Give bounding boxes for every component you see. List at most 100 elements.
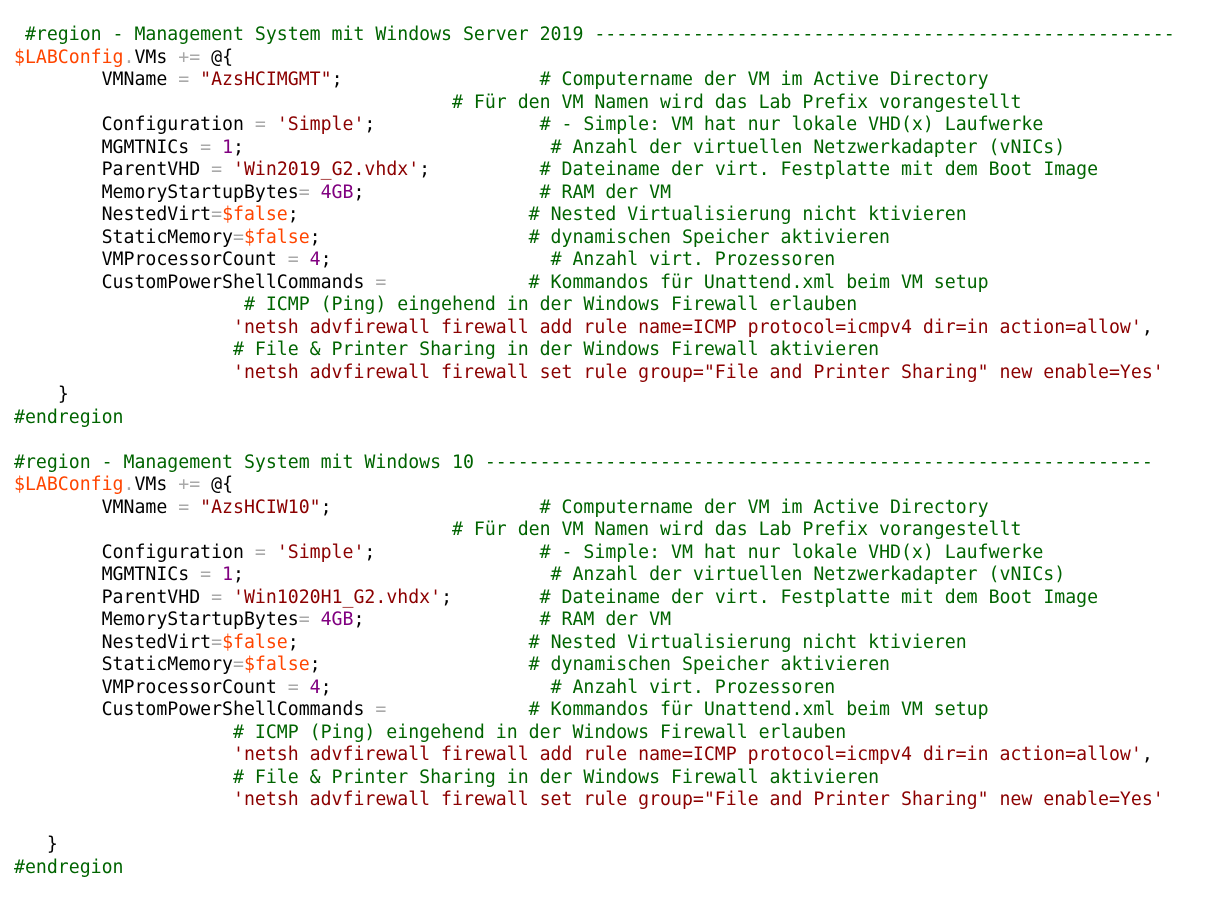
code-token-operator: . [123,474,135,495]
code-line: } [14,384,1214,407]
code-token-text: ; [353,181,540,203]
code-line: # File & Printer Sharing in der Windows … [14,767,1214,790]
code-token-operator: = [178,496,190,518]
code-line: #endregion [14,407,1214,430]
code-token-text [266,542,277,563]
code-token-text [14,767,233,788]
code-token-text [266,114,277,135]
code-token-text [14,317,233,338]
code-token-operator: = [211,586,223,608]
code-editor[interactable]: #region - Management System mit Windows … [14,24,1214,879]
code-line: 'netsh advfirewall firewall set rule gro… [14,789,1214,812]
code-line: $LABConfig.VMs += @{ [14,47,1214,70]
code-token-text [189,69,200,90]
code-token-text [386,699,528,720]
code-token-text [14,722,233,743]
code-token-comment: # - Simple: VM hat nur lokale VHD(x) Lau… [539,114,1044,135]
code-token-comment: #region - Management System mit Windows … [14,24,1175,45]
code-token-text [14,384,58,405]
code-token-text: MemoryStartupBytes [14,181,299,203]
code-token-comment: # Anzahl virt. Prozessoren [550,676,836,698]
code-token-text [222,159,233,180]
code-token-variable: $LABConfig [14,474,124,495]
code-token-text: ; [320,676,551,698]
code-token-comment: #endregion [14,856,124,878]
code-token-text: , [1141,744,1153,765]
code-line: 'netsh advfirewall firewall set rule gro… [14,362,1214,385]
code-line: MemoryStartupBytes= 4GB; # RAM der VM [14,182,1214,205]
code-token-text [14,834,47,855]
code-line: VMProcessorCount = 4; # Anzahl virt. Pro… [14,249,1214,272]
code-line: CustomPowerShellCommands = # Kommandos f… [14,272,1214,295]
code-token-number: 4 [309,676,321,698]
code-token-operator: = [211,159,223,180]
code-token-text: CustomPowerShellCommands [14,699,376,720]
code-line: #endregion [14,857,1214,880]
code-token-text [14,92,452,113]
code-token-text: MemoryStartupBytes [14,609,299,630]
code-token-text: NestedVirt [14,631,212,653]
code-token-text [14,294,244,315]
code-line: # Für den VM Namen wird das Lab Prefix v… [14,519,1214,542]
code-token-text: ; [309,654,529,675]
code-token-number: 1 [222,136,234,158]
code-line: #region - Management System mit Windows … [14,452,1214,475]
code-token-text: ; [309,226,529,248]
code-token-text: MGMTNICs [14,564,201,585]
code-line [14,812,1214,835]
code-token-text: ; [364,541,540,563]
code-token-comment: # Computername der VM im Active Director… [539,496,989,518]
code-token-text [211,137,222,158]
code-token-text [14,789,233,810]
code-token-text: NestedVirt [14,204,212,225]
code-token-operator: = [178,69,190,90]
code-token-comment: # - Simple: VM hat nur lokale VHD(x) Lau… [539,541,1044,563]
code-token-operator: += [178,474,201,495]
code-token-text [14,362,233,383]
code-token-variable: $LABConfig [14,46,124,68]
code-token-text: StaticMemory [14,226,233,248]
code-token-text: VMName [14,69,179,90]
code-token-text: ; [331,69,540,90]
code-token-comment: # Dateiname der virt. Festplatte mit dem… [539,159,1099,180]
code-token-comment: # Nested Virtualisierung nicht ktivieren [528,631,967,653]
code-line: 'netsh advfirewall firewall add rule nam… [14,744,1214,767]
code-token-text: VMs [134,46,179,68]
code-token-operator: = [200,136,212,158]
code-token-comment: # Nested Virtualisierung nicht ktivieren [528,204,967,225]
code-token-punctuation: @{ [211,46,234,68]
code-token-comment: # RAM der VM [539,181,672,203]
code-line: $LABConfig.VMs += @{ [14,474,1214,497]
code-token-text: ; [287,631,529,653]
code-token-number: 1 [222,564,234,585]
code-token-operator: = [211,204,223,225]
code-token-text: ; [320,496,540,518]
code-token-comment: # Computername der VM im Active Director… [539,69,989,90]
code-token-comment: # File & Printer Sharing in der Windows … [233,339,880,360]
code-token-comment: # dynamischen Speicher aktivieren [528,654,890,675]
code-token-string: 'netsh advfirewall firewall set rule gro… [233,789,1164,810]
code-token-text [14,339,233,360]
code-line: MGMTNICs = 1; # Anzahl der virtuellen Ne… [14,137,1214,160]
code-token-text [211,564,222,585]
code-token-text: , [1141,316,1153,338]
code-token-string: "AzsHCIMGMT" [200,69,332,90]
code-token-string: 'netsh advfirewall firewall set rule gro… [233,361,1164,383]
code-token-text: ; [441,586,540,608]
code-token-operator: = [233,654,244,675]
code-token-comment: # ICMP (Ping) eingehend in der Windows F… [243,294,858,315]
code-token-text: ; [287,204,529,225]
code-token-comment: # Anzahl der virtuellen Netzwerkadapter … [550,564,1066,585]
code-token-string: 'Win1020H1_G2.vhdx' [233,586,442,608]
code-token-text: Configuration [14,541,255,563]
code-token-text: Configuration [14,114,255,135]
code-token-operator: += [178,46,201,68]
code-line: VMName = "AzsHCIW10"; # Computername der… [14,497,1214,520]
code-token-operator: = [254,541,266,563]
code-token-operator: = [233,226,244,248]
code-line: CustomPowerShellCommands = # Kommandos f… [14,699,1214,722]
code-token-operator: . [123,46,135,68]
code-token-string: "AzsHCIW10" [200,496,321,518]
code-token-text: VMs [134,474,179,495]
code-line: # ICMP (Ping) eingehend in der Windows F… [14,294,1214,317]
